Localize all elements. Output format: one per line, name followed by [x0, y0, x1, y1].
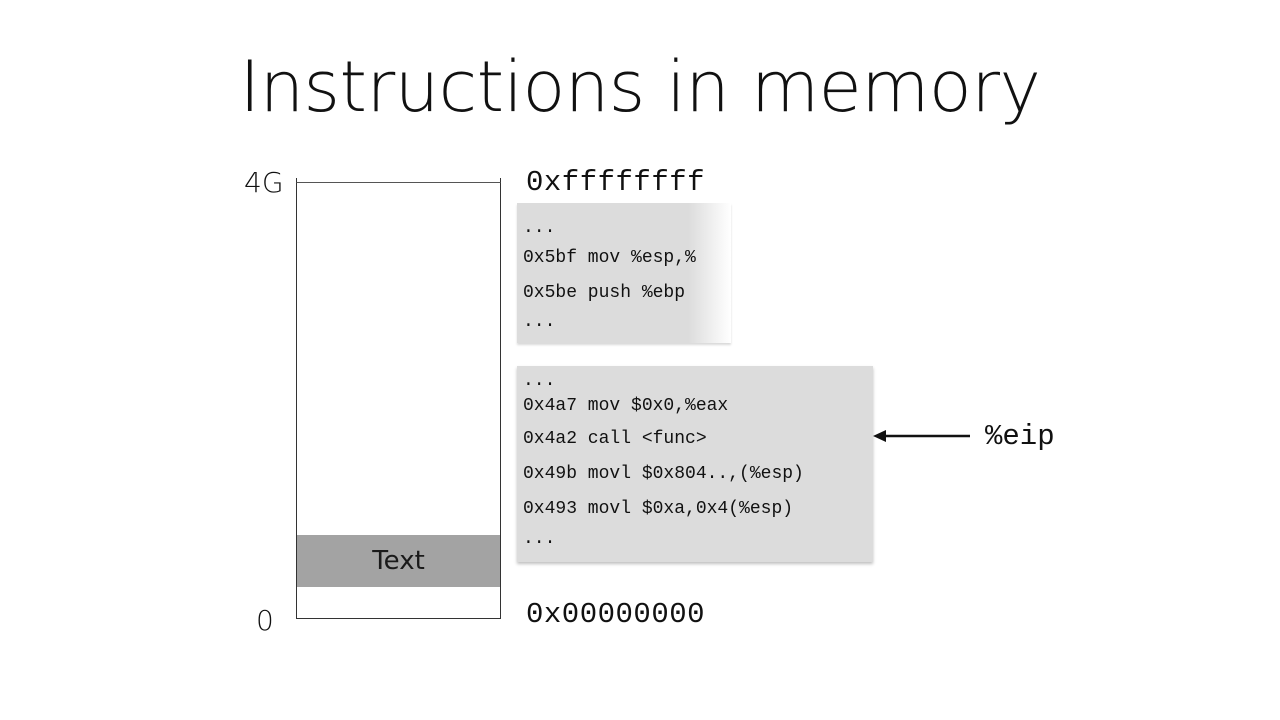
- code-line: ...: [523, 529, 556, 549]
- memory-bottom-label: 0: [256, 604, 274, 637]
- text-code-box: ... 0x4a7 mov $0x0,%eax 0x4a2 call <func…: [517, 366, 873, 562]
- code-line-current: 0x4a2 call <func>: [523, 429, 707, 449]
- memory-top-tick-right: [500, 178, 501, 184]
- text-segment: Text: [297, 535, 500, 587]
- eip-arrow: [873, 430, 970, 442]
- code-line: ...: [523, 218, 556, 238]
- memory-top-label: 4G: [244, 166, 284, 199]
- code-line: ...: [523, 371, 556, 391]
- memory-address-space: [296, 182, 501, 619]
- code-line: 0x5bf mov %esp,%: [523, 248, 696, 268]
- stack-code-box: ... 0x5bf mov %esp,% 0x5be push %ebp ...: [517, 203, 731, 343]
- code-line: 0x4a7 mov $0x0,%eax: [523, 396, 729, 416]
- code-line: 0x5be push %ebp: [523, 283, 686, 303]
- memory-top-tick-left: [296, 178, 297, 184]
- top-address: 0xffffffff: [526, 166, 706, 199]
- text-segment-label: Text: [372, 546, 425, 576]
- slide-title: Instructions in memory: [239, 46, 1041, 128]
- code-line: 0x493 movl $0xa,0x4(%esp): [523, 499, 794, 519]
- code-line: ...: [523, 312, 556, 332]
- bottom-address: 0x00000000: [526, 598, 706, 631]
- eip-label: %eip: [985, 420, 1055, 453]
- code-line: 0x49b movl $0x804..,(%esp): [523, 464, 804, 484]
